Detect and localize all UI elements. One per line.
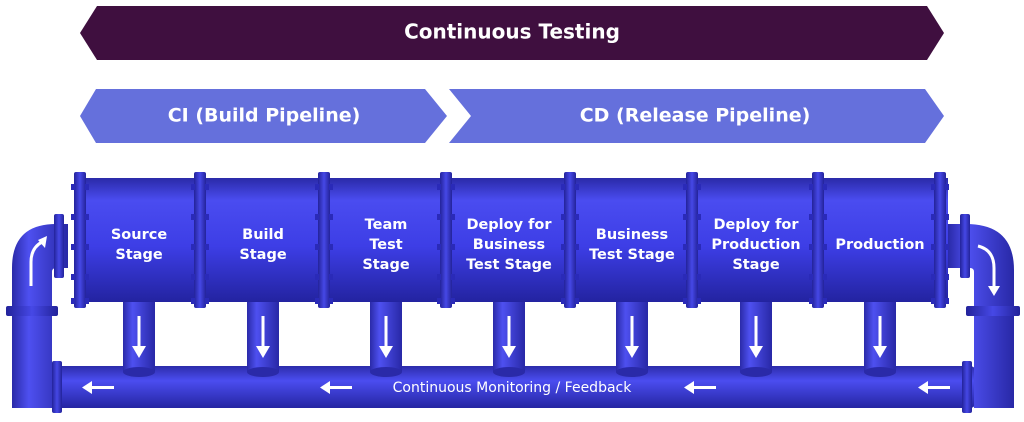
arrow-curve-up-icon bbox=[29, 236, 47, 286]
arrow-down-icon bbox=[256, 316, 270, 358]
stage-label-line: Stage bbox=[362, 257, 410, 273]
stage-label-line: Deploy for bbox=[713, 217, 799, 233]
feedback-pipe: Continuous Monitoring / Feedback bbox=[40, 361, 976, 413]
arrow-left-icon bbox=[918, 381, 950, 394]
stage-label-line: Production bbox=[711, 237, 800, 253]
left-riser-pipe bbox=[6, 214, 68, 408]
arrow-down-icon bbox=[132, 316, 146, 358]
stage-label-line: Test bbox=[369, 237, 402, 253]
arrow-down-icon bbox=[379, 316, 393, 358]
arrow-down-icon bbox=[625, 316, 639, 358]
stage-label-line: Stage bbox=[239, 247, 287, 263]
arrow-down-icon bbox=[749, 316, 763, 358]
cd-banner: CD (Release Pipeline) bbox=[449, 89, 944, 143]
stage-label-line: Test Stage bbox=[589, 247, 675, 263]
arrow-left-icon bbox=[684, 381, 716, 394]
down-pipe bbox=[740, 296, 772, 377]
pipe-flange bbox=[191, 172, 209, 308]
stage-label-line: Team bbox=[365, 217, 408, 233]
arrow-left-icon bbox=[82, 381, 114, 394]
pipe-flange bbox=[437, 172, 455, 308]
arrow-down-icon bbox=[873, 316, 887, 358]
stage-label-line: Source bbox=[111, 227, 167, 243]
down-pipe bbox=[864, 296, 896, 377]
stage-label-line: Business bbox=[473, 237, 545, 253]
stage-label-line: Business bbox=[596, 227, 668, 243]
stage-label-line: Stage bbox=[732, 257, 780, 273]
arrow-curve-down-icon bbox=[977, 244, 1000, 296]
stage-label-line: Stage bbox=[115, 247, 163, 263]
down-pipe bbox=[370, 296, 402, 377]
ci-label: CI (Build Pipeline) bbox=[168, 105, 361, 127]
stage-label-line: Build bbox=[242, 227, 284, 243]
stage-label-line: Test Stage bbox=[466, 257, 552, 273]
main-pipeline bbox=[76, 178, 948, 302]
continuous-testing-label: Continuous Testing bbox=[404, 20, 620, 44]
arrow-left-icon bbox=[320, 381, 352, 394]
down-pipes bbox=[123, 296, 896, 377]
ci-banner: CI (Build Pipeline) bbox=[80, 89, 447, 143]
pipe-flange bbox=[931, 172, 949, 308]
pipe-flange bbox=[809, 172, 827, 308]
down-pipe bbox=[493, 296, 525, 377]
stage-label: Production bbox=[835, 237, 924, 253]
arrow-down-icon bbox=[502, 316, 516, 358]
down-pipe bbox=[247, 296, 279, 377]
pipe-flange bbox=[561, 172, 579, 308]
pipe-flange bbox=[683, 172, 701, 308]
stage-label-line: Production bbox=[835, 237, 924, 253]
cd-label: CD (Release Pipeline) bbox=[580, 105, 811, 127]
right-riser-pipe bbox=[948, 214, 1020, 408]
continuous-testing-banner: Continuous Testing bbox=[80, 6, 944, 60]
down-pipe bbox=[123, 296, 155, 377]
pipe-flange bbox=[71, 172, 89, 308]
stage-label-line: Deploy for bbox=[466, 217, 552, 233]
down-pipe bbox=[616, 296, 648, 377]
pipe-flanges bbox=[71, 172, 949, 308]
pipe-flange bbox=[315, 172, 333, 308]
feedback-label: Continuous Monitoring / Feedback bbox=[393, 380, 633, 396]
